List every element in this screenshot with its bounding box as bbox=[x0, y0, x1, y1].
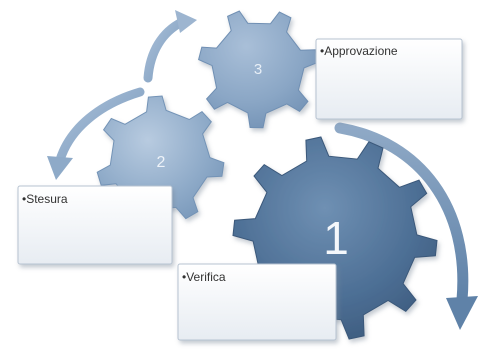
step-label-stesura: •Stesura bbox=[22, 192, 68, 206]
step-label-approvazione: •Approvazione bbox=[320, 44, 398, 58]
step-box-stesura: •Stesura bbox=[17, 185, 173, 265]
gear-3-number: 3 bbox=[254, 61, 262, 78]
step-box-approvazione: •Approvazione bbox=[315, 38, 463, 120]
cycle-arrow-top bbox=[143, 10, 197, 83]
cycle-arrow-left bbox=[47, 87, 145, 180]
cycle-arrow-right bbox=[334, 122, 478, 330]
gear-2-number: 2 bbox=[157, 154, 166, 171]
step-label-verifica: •Verifica bbox=[182, 270, 226, 284]
gear-1-number: 1 bbox=[323, 212, 349, 264]
gear-3: 3 bbox=[198, 10, 319, 129]
step-box-verifica: •Verifica bbox=[177, 263, 337, 341]
